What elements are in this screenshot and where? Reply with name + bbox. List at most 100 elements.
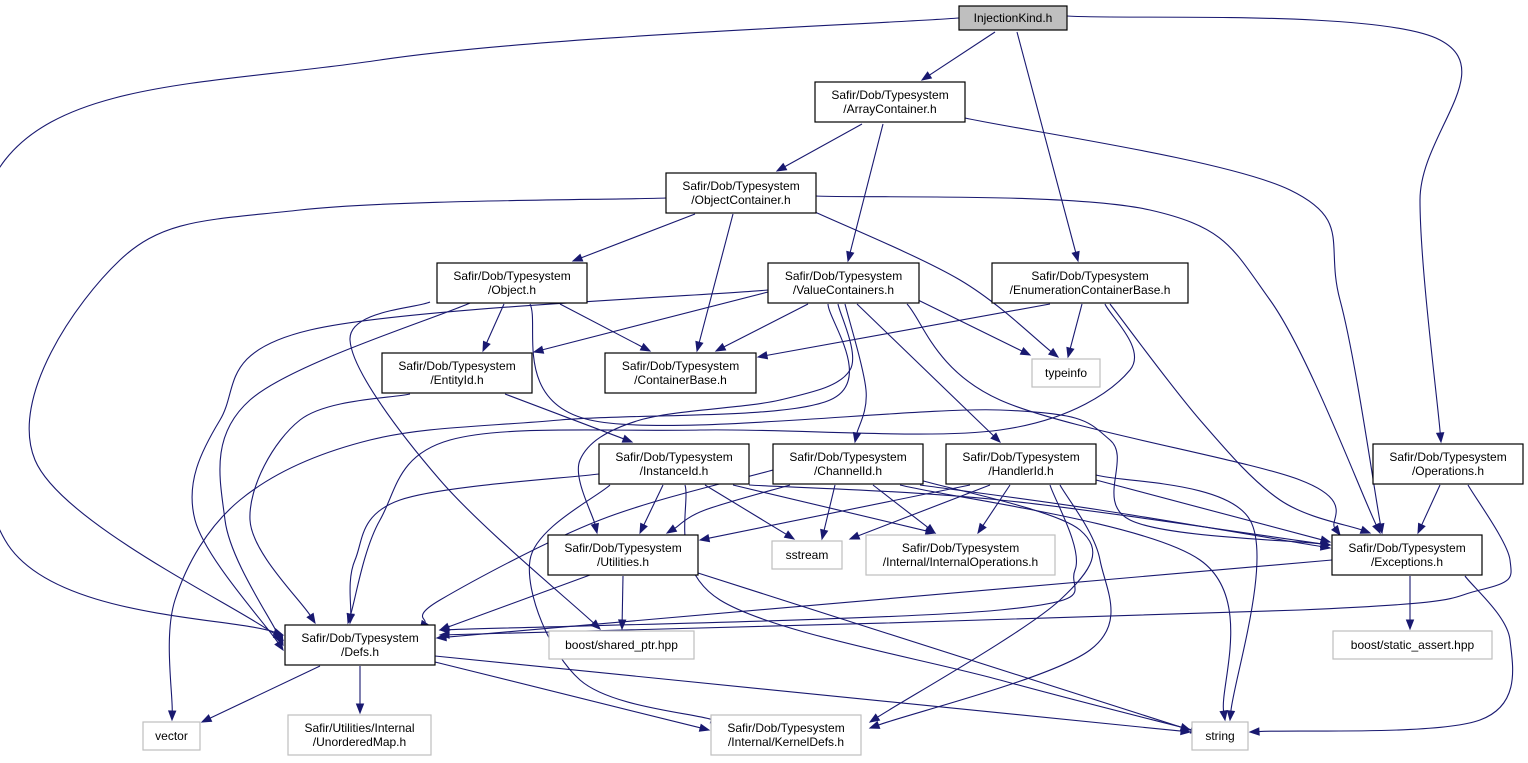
node-shared-ptr: boost/shared_ptr.hpp [548,630,695,660]
node-label-line: Safir/Dob/Typesystem [831,88,948,102]
edge-line [448,574,591,628]
edge-line [982,484,1011,526]
edge-line [349,301,594,624]
arrowhead [1066,346,1075,359]
node-box [958,5,1068,31]
node-label-line: Safir/Dob/Typesystem [785,269,902,283]
edge-handler_id-to-sstream [848,484,991,540]
arrowhead [1331,524,1341,537]
arrowhead [775,162,788,172]
edge-exceptions-to-static_assert [1405,576,1415,631]
node-handler-id[interactable]: Safir/Dob/Typesystem/HandlerId.h [945,443,1097,485]
arrowhead [1219,710,1228,722]
node-label-line: Safir/Dob/Typesystem [1389,450,1506,464]
arrowhead [532,345,545,354]
edge-line [209,665,321,719]
edge-handler_id-to-exceptions [1095,479,1332,544]
edge-instance_id-to-string [684,484,1202,734]
edge-enum_base-to-exceptions [1109,303,1372,534]
edge-line [542,291,769,351]
arrowhead [846,250,855,263]
arrowhead [1019,347,1032,356]
edge-value_containers-to-vector [167,303,850,722]
edge-value_containers-to-exceptions [906,303,1341,537]
edge-object-to-entity_id [482,303,505,353]
arrowhead [820,528,829,541]
node-enum-base[interactable]: Safir/Dob/Typesystem/EnumerationContaine… [991,262,1189,304]
node-operations[interactable]: Safir/Dob/Typesystem/Operations.h [1372,443,1524,485]
edge-root-to-array [920,31,996,81]
arrowhead [1226,710,1236,722]
node-box [1191,721,1249,751]
arrowhead [698,533,711,543]
arrowhead [977,522,987,535]
edge-line [528,484,712,720]
edge-defs-to-string [434,655,1192,736]
node-label-line: Safir/Dob/Typesystem [682,179,799,193]
edge-line [486,303,505,344]
node-box [814,81,966,123]
edge-defs-to-kernel_defs [434,661,711,732]
edge-enum_base-to-typeinfo [1066,303,1083,359]
node-sstream: sstream [771,540,843,570]
node-label-line: /ContainerBase.h [634,373,727,387]
arrowhead [639,342,652,352]
arrowhead [1417,522,1426,535]
edge-channel_id-to-utilities [665,484,791,534]
edge-line [684,484,1192,731]
node-label-line: /Internal/KernelDefs.h [728,735,844,749]
node-value-containers[interactable]: Safir/Dob/Typesystem/ValueContainers.h [767,262,920,304]
edge-array-to-value_containers [846,123,884,263]
edge-object_container-to-exceptions [815,195,1381,535]
edge-channel_id-to-kernel_defs [868,479,1094,723]
node-static-assert: boost/static_assert.hpp [1332,630,1493,660]
node-label-line: Safir/Dob/Typesystem [1031,269,1148,283]
node-container-base[interactable]: Safir/Dob/Typesystem/ContainerBase.h [604,352,757,394]
node-instance-id[interactable]: Safir/Dob/Typesystem/InstanceId.h [598,443,750,485]
node-label-line: string [1205,729,1234,743]
arrowhead [1248,727,1260,736]
node-object[interactable]: Safir/Dob/Typesystem/Object.h [436,262,588,304]
node-entity-id[interactable]: Safir/Dob/Typesystem/EntityId.h [381,352,533,394]
node-box [1332,630,1493,660]
node-defs[interactable]: Safir/Dob/Typesystem/Defs.h [284,624,436,666]
node-utilities[interactable]: Safir/Dob/Typesystem/Utilities.h [547,534,699,576]
edge-handler_id-to-internal_ops [977,484,1011,535]
edge-enum_base-to-container_base [756,303,1051,360]
node-label-line: Safir/Utilities/Internal [304,721,414,735]
arrowhead [435,632,447,642]
node-box [771,540,843,570]
node-array[interactable]: Safir/Dob/Typesystem/ArrayContainer.h [814,81,966,123]
node-label-line: Safir/Dob/Typesystem [453,269,570,283]
arrowhead [621,434,634,443]
node-object-container[interactable]: Safir/Dob/Typesystem/ObjectContainer.h [665,172,817,214]
node-box [1372,443,1524,485]
edge-instance_id-to-defs [346,473,600,625]
node-typeinfo: typeinfo [1031,358,1101,388]
arrowhead [1180,726,1192,736]
node-box [945,443,1097,485]
edge-line [1016,31,1077,253]
arrowhead [1047,347,1060,358]
edge-line [219,302,471,638]
edge-line [1095,474,1258,712]
node-label-line: typeinfo [1045,366,1087,380]
node-channel-id[interactable]: Safir/Dob/Typesystem/ChannelId.h [772,443,924,485]
edge-line [766,303,1051,356]
edge-line [1069,303,1083,349]
node-box [598,443,750,485]
node-label-line: /Operations.h [1412,464,1484,478]
node-label-line: /Utilities.h [597,555,649,569]
node-label-line: /EntityId.h [430,373,483,387]
arrowhead [438,622,451,631]
node-label-line: InjectionKind.h [974,11,1053,25]
node-box [1031,358,1101,388]
node-label-line: /ValueContainers.h [793,283,894,297]
edge-line [906,303,1337,529]
node-label-line: /Exceptions.h [1371,555,1443,569]
edge-root-to-operations [1066,15,1463,444]
node-exceptions[interactable]: Safir/Dob/Typesystem/Exceptions.h [1331,534,1483,576]
node-box [604,352,757,394]
arrowhead [698,723,711,732]
node-box [436,262,588,304]
